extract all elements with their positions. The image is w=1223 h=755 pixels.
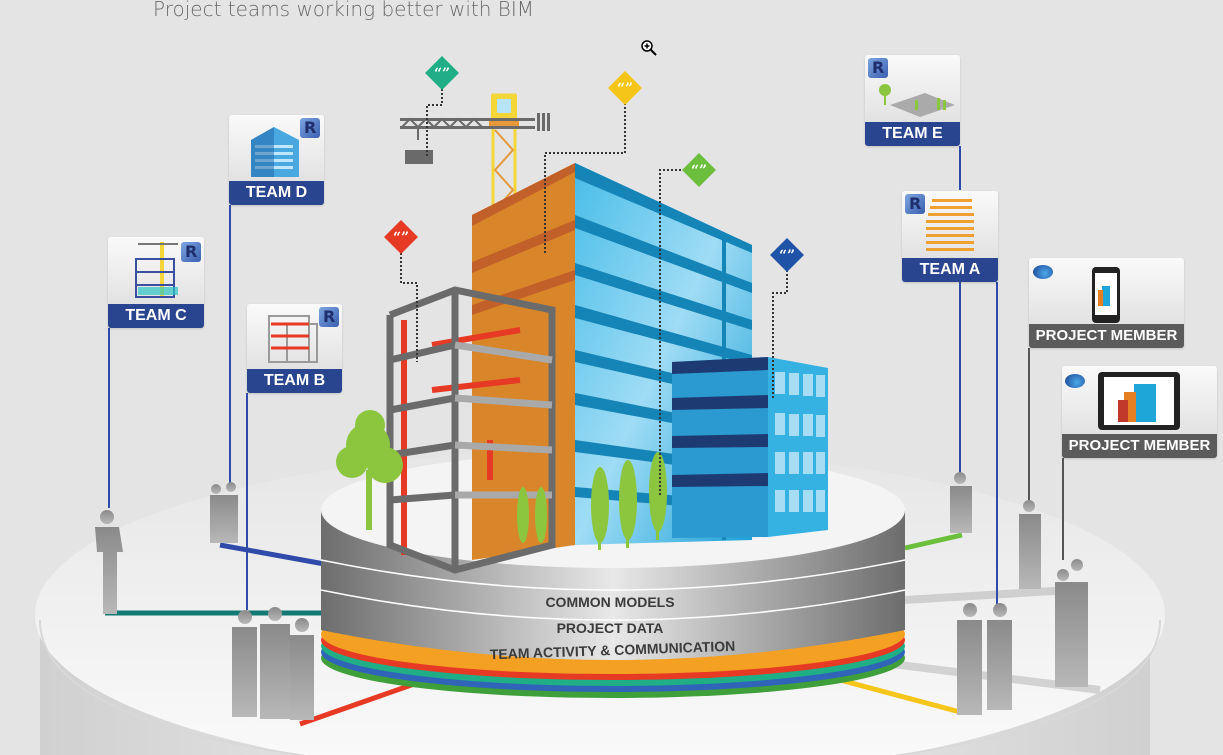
zoom-in-cursor-icon [641, 40, 657, 56]
member-label: PROJECT MEMBER [1029, 324, 1184, 348]
central-platform-drum [320, 452, 906, 698]
team-label: TEAM A [902, 258, 998, 282]
person-silhouette [1055, 559, 1088, 687]
person-silhouette [1019, 500, 1041, 589]
layer-label-common-models: COMMON MODELS [545, 594, 675, 610]
revit-icon [905, 194, 925, 214]
person-silhouette [987, 603, 1012, 710]
red-mep-structure-icon [268, 315, 318, 363]
project-member-card-tablet[interactable]: PROJECT MEMBER [1062, 366, 1217, 458]
people-silhouettes [95, 472, 1088, 720]
team-label: TEAM E [865, 122, 960, 146]
person-silhouette [950, 472, 972, 533]
trees [336, 410, 667, 550]
revit-icon [868, 58, 888, 78]
crane-structure-icon [135, 242, 178, 298]
team-card-a[interactable]: TEAM A [902, 191, 998, 282]
revit-icon [319, 307, 339, 327]
team-card-c[interactable]: TEAM C [108, 237, 204, 328]
callout-lines [108, 146, 1064, 610]
member-label: PROJECT MEMBER [1062, 434, 1217, 458]
page-subtitle: Project teams working better with BIM [153, 0, 535, 21]
blue-building-icon [251, 127, 299, 177]
person-silhouette [232, 610, 257, 717]
a360-icon [1065, 374, 1085, 388]
tablet-icon [1098, 372, 1180, 430]
revit-icon [181, 242, 201, 262]
comment-bubble-icon[interactable]: “” [384, 220, 418, 254]
team-label: TEAM C [108, 304, 204, 328]
person-silhouette [210, 482, 238, 543]
comment-bubble-icon[interactable]: “” [770, 238, 804, 272]
comment-bubble-icon[interactable]: “” [682, 153, 716, 187]
small-blue-building [672, 357, 828, 538]
a360-icon [1033, 265, 1053, 279]
team-card-d[interactable]: TEAM D [229, 115, 324, 205]
team-card-e[interactable]: TEAM E [865, 55, 960, 146]
person-silhouette [957, 603, 982, 715]
site-landscape-icon [879, 84, 955, 117]
comment-bubble-icon[interactable]: “” [425, 56, 459, 90]
comment-bubble-icon[interactable]: “” [608, 71, 642, 105]
comment-leader-lines [400, 85, 788, 495]
project-member-card-phone[interactable]: PROJECT MEMBER [1029, 258, 1184, 348]
person-silhouette [260, 607, 290, 719]
revit-icon [300, 118, 320, 138]
structural-frame-building [386, 286, 556, 574]
layer-label-project-data: PROJECT DATA [556, 620, 664, 636]
team-label: TEAM B [247, 369, 342, 393]
orange-floor-slabs-icon [926, 199, 974, 251]
team-card-b[interactable]: TEAM B [247, 304, 342, 393]
team-label: TEAM D [229, 181, 324, 205]
person-silhouette [290, 618, 314, 720]
smartphone-icon [1092, 267, 1120, 323]
person-silhouette [95, 510, 123, 614]
